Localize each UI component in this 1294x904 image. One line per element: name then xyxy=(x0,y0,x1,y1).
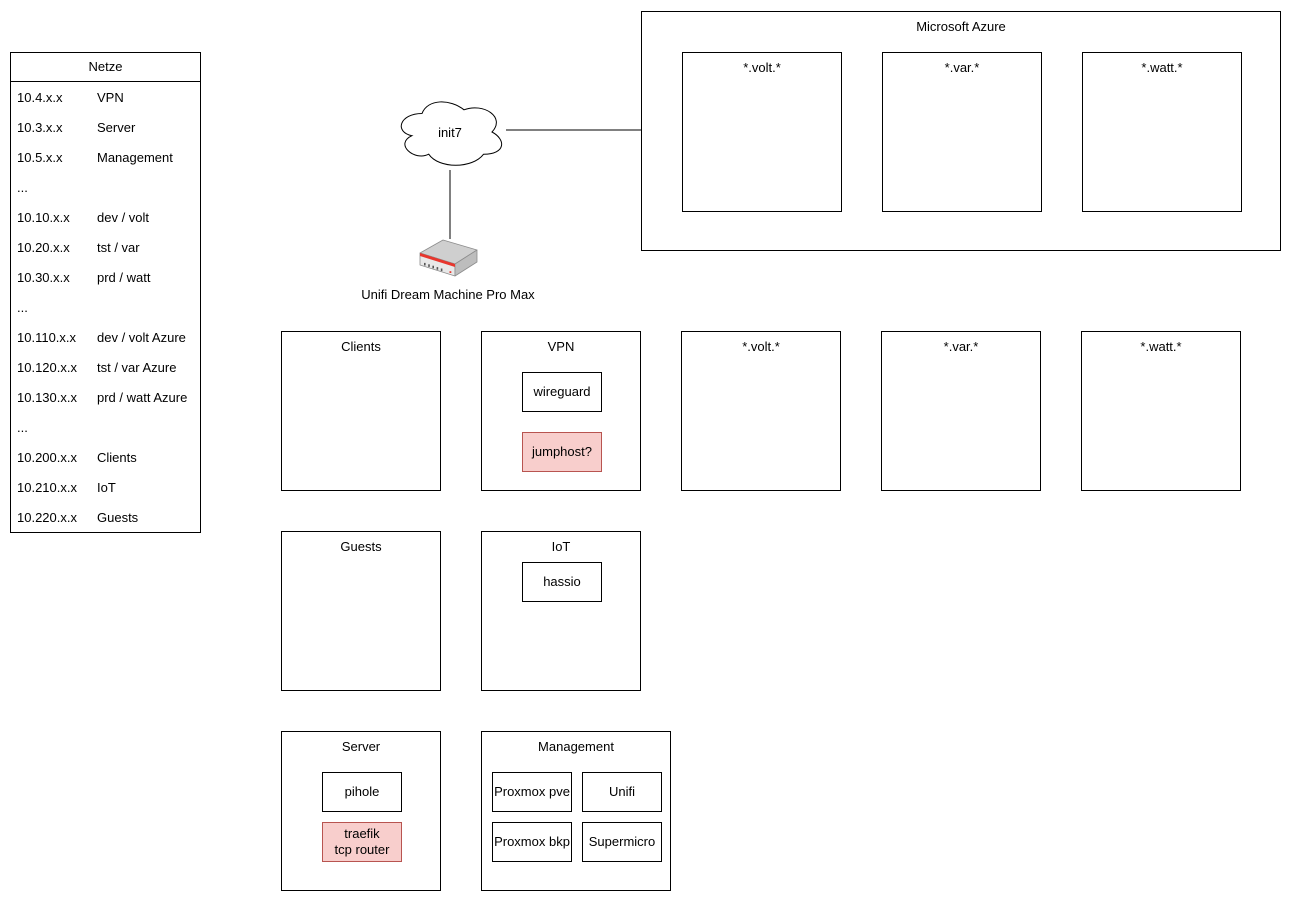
azure-zone-var-title: *.var.* xyxy=(944,60,980,75)
node-proxmox-pve: Proxmox pve xyxy=(492,772,572,812)
zone-server: Server pihole traefik tcp router xyxy=(281,731,441,891)
netze-range: 10.5.x.x xyxy=(17,149,63,165)
netze-label: IoT xyxy=(97,479,116,495)
netze-table: Netze 10.4.x.x VPN 10.3.x.x Server 10.5.x.… xyxy=(10,52,201,533)
zone-watt: *.watt.* xyxy=(1081,331,1241,491)
netze-table-row: 10.30.x.x prd / watt xyxy=(11,262,200,292)
netze-range: 10.210.x.x xyxy=(17,479,77,495)
node-proxmox-bkp: Proxmox bkp xyxy=(492,822,572,862)
azure-zone-var: *.var.* xyxy=(882,52,1042,212)
netze-table-row: 10.130.x.x prd / watt Azure xyxy=(11,382,200,412)
netze-label: tst / var xyxy=(97,239,140,255)
zone-iot-title: IoT xyxy=(551,539,571,554)
netze-table-row: 10.3.x.x Server xyxy=(11,112,200,142)
node-traefik-tcp-router: traefik tcp router xyxy=(322,822,402,862)
netze-label: tst / var Azure xyxy=(97,359,177,375)
azure-group-title: Microsoft Azure xyxy=(916,19,1006,34)
azure-zone-volt-title: *.volt.* xyxy=(743,60,781,75)
netze-range: 10.130.x.x xyxy=(17,389,77,405)
internet-cloud-icon xyxy=(400,101,502,166)
netze-range: 10.120.x.x xyxy=(17,359,77,375)
zone-guests-title: Guests xyxy=(340,539,382,554)
netze-label: prd / watt xyxy=(97,269,151,285)
netze-range: 10.10.x.x xyxy=(17,209,70,225)
azure-zone-watt-title: *.watt.* xyxy=(1141,60,1183,75)
zone-clients-title: Clients xyxy=(341,339,381,354)
netze-range: 10.3.x.x xyxy=(17,119,63,135)
netze-range: ... xyxy=(17,179,28,195)
netze-table-row: 10.110.x.x dev / volt Azure xyxy=(11,322,200,352)
netze-table-row: 10.5.x.x Management xyxy=(11,142,200,172)
netze-label: Server xyxy=(97,119,136,135)
router-icon xyxy=(419,239,478,277)
netze-label: dev / volt xyxy=(97,209,150,225)
zone-guests: Guests xyxy=(281,531,441,691)
zone-var: *.var.* xyxy=(881,331,1041,491)
node-supermicro: Supermicro xyxy=(582,822,662,862)
netze-table-row: ... xyxy=(11,412,200,442)
zone-volt: *.volt.* xyxy=(681,331,841,491)
netze-table-body: 10.4.x.x VPN 10.3.x.x Server 10.5.x.x Manag… xyxy=(11,82,200,532)
netze-table-row: 10.210.x.x IoT xyxy=(11,472,200,502)
netze-table-row: 10.10.x.x dev / volt xyxy=(11,202,200,232)
netze-label: Management xyxy=(97,149,173,165)
zone-server-title: Server xyxy=(341,739,381,754)
netze-table-row: ... xyxy=(11,172,200,202)
netze-range: 10.30.x.x xyxy=(17,269,70,285)
netze-label: VPN xyxy=(97,89,124,105)
netze-table-row: 10.120.x.x tst / var Azure xyxy=(11,352,200,382)
zone-iot: IoT hassio xyxy=(481,531,641,691)
netze-range: 10.20.x.x xyxy=(17,239,70,255)
netze-range: 10.200.x.x xyxy=(17,449,77,465)
azure-group: Microsoft Azure *.volt.* *.var.* *.watt.… xyxy=(641,11,1281,251)
node-hassio: hassio xyxy=(522,562,602,602)
netze-label: dev / volt Azure xyxy=(97,329,186,345)
netze-table-row: 10.200.x.x Clients xyxy=(11,442,200,472)
netze-table-row: ... xyxy=(11,292,200,322)
netze-table-title: Netze xyxy=(11,53,200,82)
netze-range: 10.4.x.x xyxy=(17,89,63,105)
netze-table-row: 10.220.x.x Guests xyxy=(11,502,200,532)
node-unifi: Unifi xyxy=(582,772,662,812)
zone-management: Management Proxmox pve Unifi Proxmox bkp… xyxy=(481,731,671,891)
netze-range: 10.220.x.x xyxy=(17,509,77,525)
netze-range: ... xyxy=(17,419,28,435)
netze-label: Clients xyxy=(97,449,137,465)
zone-watt-title: *.watt.* xyxy=(1140,339,1182,354)
node-pihole: pihole xyxy=(322,772,402,812)
internet-cloud-label: init7 xyxy=(438,124,462,140)
node-wireguard: wireguard xyxy=(522,372,602,412)
zone-var-title: *.var.* xyxy=(943,339,979,354)
netze-table-row: 10.4.x.x VPN xyxy=(11,82,200,112)
netze-table-row: 10.20.x.x tst / var xyxy=(11,232,200,262)
netze-label: prd / watt Azure xyxy=(97,389,188,405)
router-label: Unifi Dream Machine Pro Max xyxy=(361,287,535,302)
netze-range: 10.110.x.x xyxy=(17,329,77,345)
azure-zone-watt: *.watt.* xyxy=(1082,52,1242,212)
zone-volt-title: *.volt.* xyxy=(742,339,780,354)
netze-label: Guests xyxy=(97,509,139,525)
router-stripe xyxy=(420,253,455,267)
zone-management-title: Management xyxy=(538,739,614,754)
azure-zone-volt: *.volt.* xyxy=(682,52,842,212)
netze-range: ... xyxy=(17,299,28,315)
zone-vpn-title: VPN xyxy=(547,339,575,354)
zone-clients: Clients xyxy=(281,331,441,491)
node-jumphost: jumphost? xyxy=(522,432,602,472)
zone-vpn: VPN wireguard jumphost? xyxy=(481,331,641,491)
